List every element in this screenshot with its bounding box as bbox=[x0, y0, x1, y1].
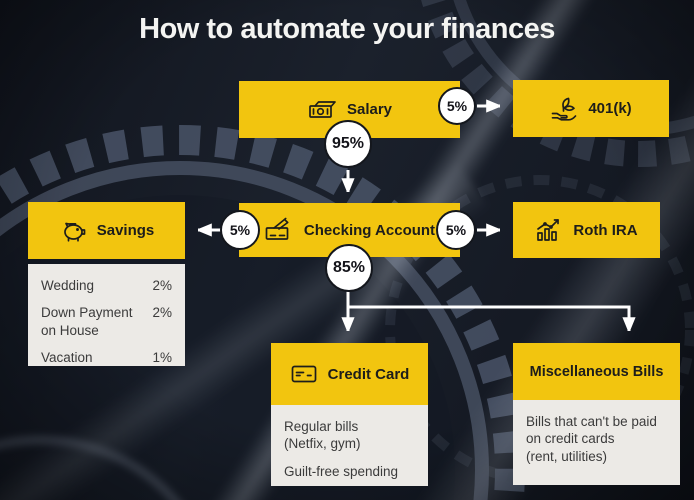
plant-hand-icon bbox=[550, 96, 578, 122]
node-label: Roth IRA bbox=[573, 221, 638, 239]
detail-row: Wedding 2% bbox=[41, 277, 172, 294]
node-label: Checking Account bbox=[303, 221, 436, 239]
node-label: Miscellaneous Bills bbox=[529, 363, 664, 380]
flow-pct-salary-to-checking: 95% bbox=[324, 120, 372, 168]
growth-chart-icon bbox=[535, 217, 563, 243]
flow-pct-salary-to-401k: 5% bbox=[438, 87, 476, 125]
node-credit-card: Credit Card bbox=[271, 343, 428, 405]
misc-bills-detail-panel: Bills that can't be paid on credit cards… bbox=[513, 400, 680, 485]
node-label: Salary bbox=[346, 101, 393, 118]
detail-value: 1% bbox=[152, 349, 172, 365]
detail-row: Vacation 1% bbox=[41, 349, 172, 366]
detail-text: Regular bills (Netfix, gym) bbox=[284, 419, 361, 452]
cash-icon bbox=[307, 98, 337, 122]
node-roth-ira: Roth IRA bbox=[513, 202, 660, 258]
node-savings: Savings bbox=[28, 202, 185, 259]
arrow-checking-to-miscbills bbox=[348, 305, 629, 331]
flow-pct-checking-to-roth: 5% bbox=[436, 210, 476, 250]
detail-text: Guilt-free spending bbox=[284, 463, 399, 479]
node-label: 401(k) bbox=[588, 100, 632, 117]
detail-text: Bills that can't be paid on credit cards… bbox=[526, 414, 657, 464]
page-title: How to automate your finances bbox=[139, 13, 555, 45]
node-miscellaneous-bills: Miscellaneous Bills bbox=[513, 343, 680, 400]
node-label: Savings bbox=[96, 222, 155, 239]
detail-label: Down Payment on House bbox=[41, 305, 133, 338]
credit-card-icon bbox=[290, 363, 318, 385]
detail-value: 2% bbox=[152, 305, 172, 321]
node-401k: 401(k) bbox=[513, 80, 669, 137]
detail-label: Wedding bbox=[41, 278, 95, 293]
detail-value: 2% bbox=[152, 278, 172, 293]
credit-card-detail-panel: Regular bills (Netfix, gym) Guilt-free s… bbox=[271, 405, 428, 486]
detail-label: Vacation bbox=[41, 349, 93, 365]
node-label: Credit Card bbox=[327, 365, 410, 383]
flow-pct-checking-to-spending: 85% bbox=[325, 244, 373, 292]
piggy-bank-icon bbox=[59, 219, 87, 243]
savings-detail-panel: Wedding 2% Down Payment on House 2% Vaca… bbox=[28, 264, 185, 366]
flow-pct-checking-to-savings: 5% bbox=[220, 210, 260, 250]
check-pen-icon bbox=[264, 217, 294, 243]
node-checking-account: Checking Account bbox=[239, 203, 460, 257]
detail-row: Down Payment on House 2% bbox=[41, 304, 172, 339]
